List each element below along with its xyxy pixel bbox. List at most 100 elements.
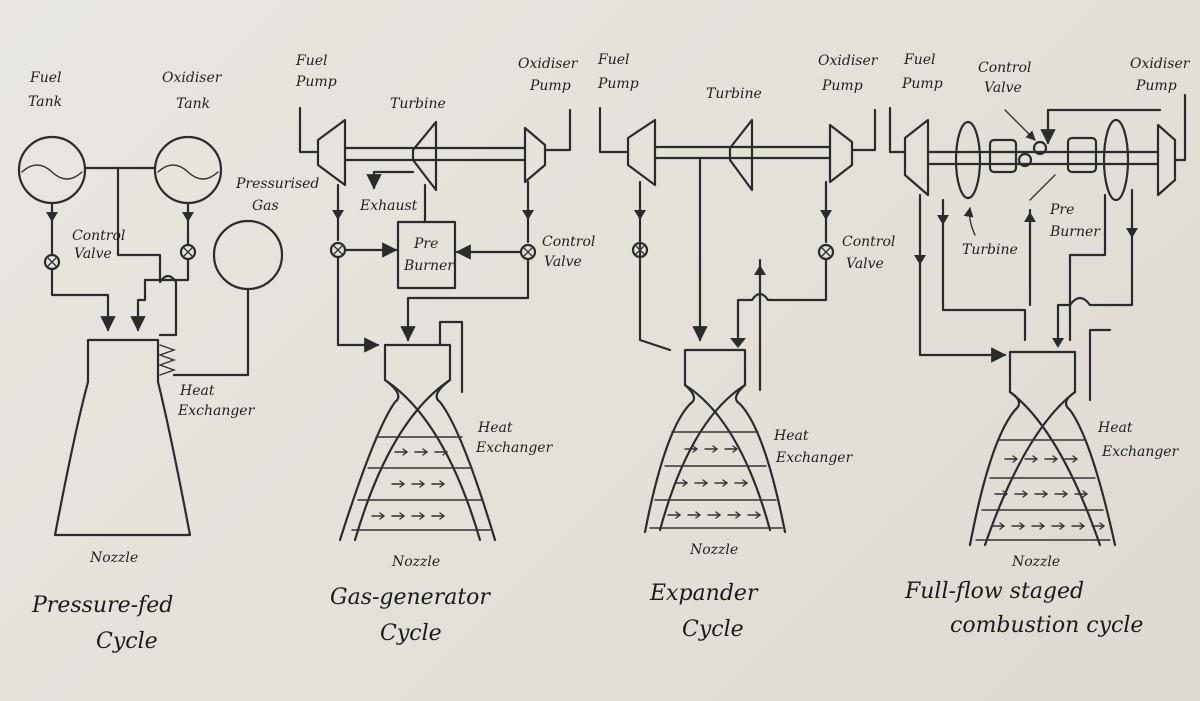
ff-fuel-pump: [903, 118, 930, 197]
ex-control-label-1: Control: [842, 234, 895, 250]
gg-turbine-label: Turbine: [390, 96, 446, 112]
gg-fuel-valve-cross: [332, 244, 344, 256]
ff-turbine-label: Turbine: [962, 242, 1018, 258]
fuel-flow-arrow: [46, 212, 58, 222]
flow-arrow: [1034, 490, 1049, 498]
flow-arrow: [747, 511, 762, 519]
ff-oxidiser-pump: [1156, 123, 1177, 197]
pf-nozzle-label: Nozzle: [89, 550, 138, 566]
pf-title-2: Cycle: [96, 629, 158, 654]
flow-arrow: [991, 522, 1006, 530]
gg-title-2: Cycle: [380, 621, 442, 646]
flow-arrow: [694, 479, 709, 487]
heat-exchanger-coil: [157, 344, 177, 376]
gg-fuel-pump-label-1: Fuel: [295, 53, 328, 69]
pressurant-line: [116, 166, 178, 337]
pf-title-1: Pressure-fed: [31, 593, 173, 618]
ff-heat-label-2: Exchanger: [1101, 444, 1180, 460]
ff-fuel-to-chamber: [918, 193, 1007, 363]
flow-arrow: [687, 511, 702, 519]
gg-fuel-inlet: [298, 106, 320, 154]
pf-ox-tank-label-2: Tank: [176, 96, 210, 112]
gg-ox-pump-label-2: Pump: [529, 78, 571, 94]
ex-fuel-valve: [631, 241, 649, 259]
pressurised-gas-tank: [212, 219, 284, 291]
ff-control-label-2: Valve: [984, 80, 1022, 96]
gg-ox-pump-label-1: Oxidiser: [518, 56, 579, 72]
fuel-to-chamber-line: [50, 220, 108, 330]
flow-arrow: [667, 511, 682, 519]
gg-oxidiser-inlet: [543, 108, 572, 152]
flow-arrow: [1071, 522, 1086, 530]
gg-fuel-pump: [316, 118, 347, 187]
flow-arrow: [707, 511, 722, 519]
flow-arrow: [1004, 455, 1019, 463]
ff-ox-to-valve: [1040, 108, 1162, 145]
flow-arrow: [734, 479, 749, 487]
flow-arrow: [411, 480, 426, 488]
ff-preburner-label-2: Burner: [1049, 224, 1101, 240]
ff-fuel-pump-label-1: Fuel: [903, 52, 936, 68]
flow-arrow: [414, 448, 429, 456]
fuel-tank-wave: [21, 164, 83, 180]
ex-fuel-valve-cross: [634, 244, 646, 256]
gg-heat-label-1: Heat: [477, 420, 513, 436]
ff-nozzle-label: Nozzle: [1011, 554, 1060, 570]
pf-ox-tank-label-1: Oxidiser: [162, 70, 223, 86]
ff-fuel-preburner: [988, 138, 1018, 174]
ff-fuel-arrow: [914, 255, 926, 265]
flow-arrow: [394, 448, 409, 456]
ex-heat-label-2: Exchanger: [775, 450, 854, 466]
ex-turbine: [728, 118, 754, 192]
gg-heat-exchanger-bands: [351, 436, 491, 531]
ff-nozzle-outer: [968, 390, 1117, 547]
oxidiser-valve-cross: [182, 246, 194, 258]
ff-preburner-pointer: [1029, 174, 1056, 201]
ff-fuel-turbine: [954, 120, 982, 200]
gg-nozzle-label: Nozzle: [391, 554, 440, 570]
pressure-fed-diagram: [17, 135, 284, 537]
flow-arrow: [1011, 522, 1026, 530]
gg-exhaust-label: Exhaust: [359, 198, 418, 214]
flow-arrow: [371, 512, 386, 520]
ff-turbine-pointer: [963, 207, 976, 236]
flow-arrow: [1014, 490, 1029, 498]
gg-control-label-1: Control: [542, 234, 595, 250]
ex-fuel-pump-label-2: Pump: [597, 76, 639, 92]
ex-ox-arrow: [820, 210, 832, 220]
ff-nozzle-inner: [983, 350, 1102, 547]
pf-heat-label-2: Exchanger: [177, 403, 256, 419]
ff-ox-control-valve: [1032, 140, 1048, 156]
ff-title-1: Full-flow staged: [904, 579, 1084, 604]
ex-control-label-2: Valve: [846, 256, 884, 272]
flow-arrow: [431, 512, 446, 520]
fuel-valve-cross: [46, 256, 58, 268]
ex-turbine-label: Turbine: [706, 86, 762, 102]
ff-ox-turbine: [1102, 118, 1130, 202]
ff-ox-pump-label-2: Pump: [1135, 78, 1177, 94]
pf-pressurised-label-2: Gas: [252, 198, 279, 214]
flow-arrow: [727, 511, 742, 519]
flow-arrow: [1074, 490, 1089, 498]
ex-fuel-pump-label-1: Fuel: [597, 52, 630, 68]
ex-ox-valve-cross: [820, 246, 832, 258]
ff-fuel-pump-label-2: Pump: [901, 76, 943, 92]
oxidiser-tank-wave: [157, 164, 219, 180]
gg-ox-to-chamber: [400, 257, 530, 342]
ff-control-label-1: Control: [978, 60, 1031, 76]
ex-heat-label-1: Heat: [773, 428, 809, 444]
flow-arrow: [1044, 455, 1059, 463]
ff-ox-pump-label-1: Oxidiser: [1130, 56, 1191, 72]
ff-coolant-return: [1088, 328, 1112, 402]
gg-ox-valve-cross: [522, 246, 534, 258]
heat-exchanger-flow-arrows: [371, 445, 1106, 530]
flow-arrow: [411, 512, 426, 520]
pressure-fed-nozzle: [53, 338, 192, 537]
gg-heat-label-2: Exchanger: [475, 440, 554, 456]
pf-heat-label-1: Heat: [179, 383, 215, 399]
flow-arrow: [724, 445, 739, 453]
gg-preburner-label-1: Pre: [413, 236, 438, 252]
ex-shaft: [653, 145, 832, 160]
oxidiser-to-chamber-line: [130, 257, 190, 332]
ex-heat-exchanger-bands: [649, 431, 783, 529]
